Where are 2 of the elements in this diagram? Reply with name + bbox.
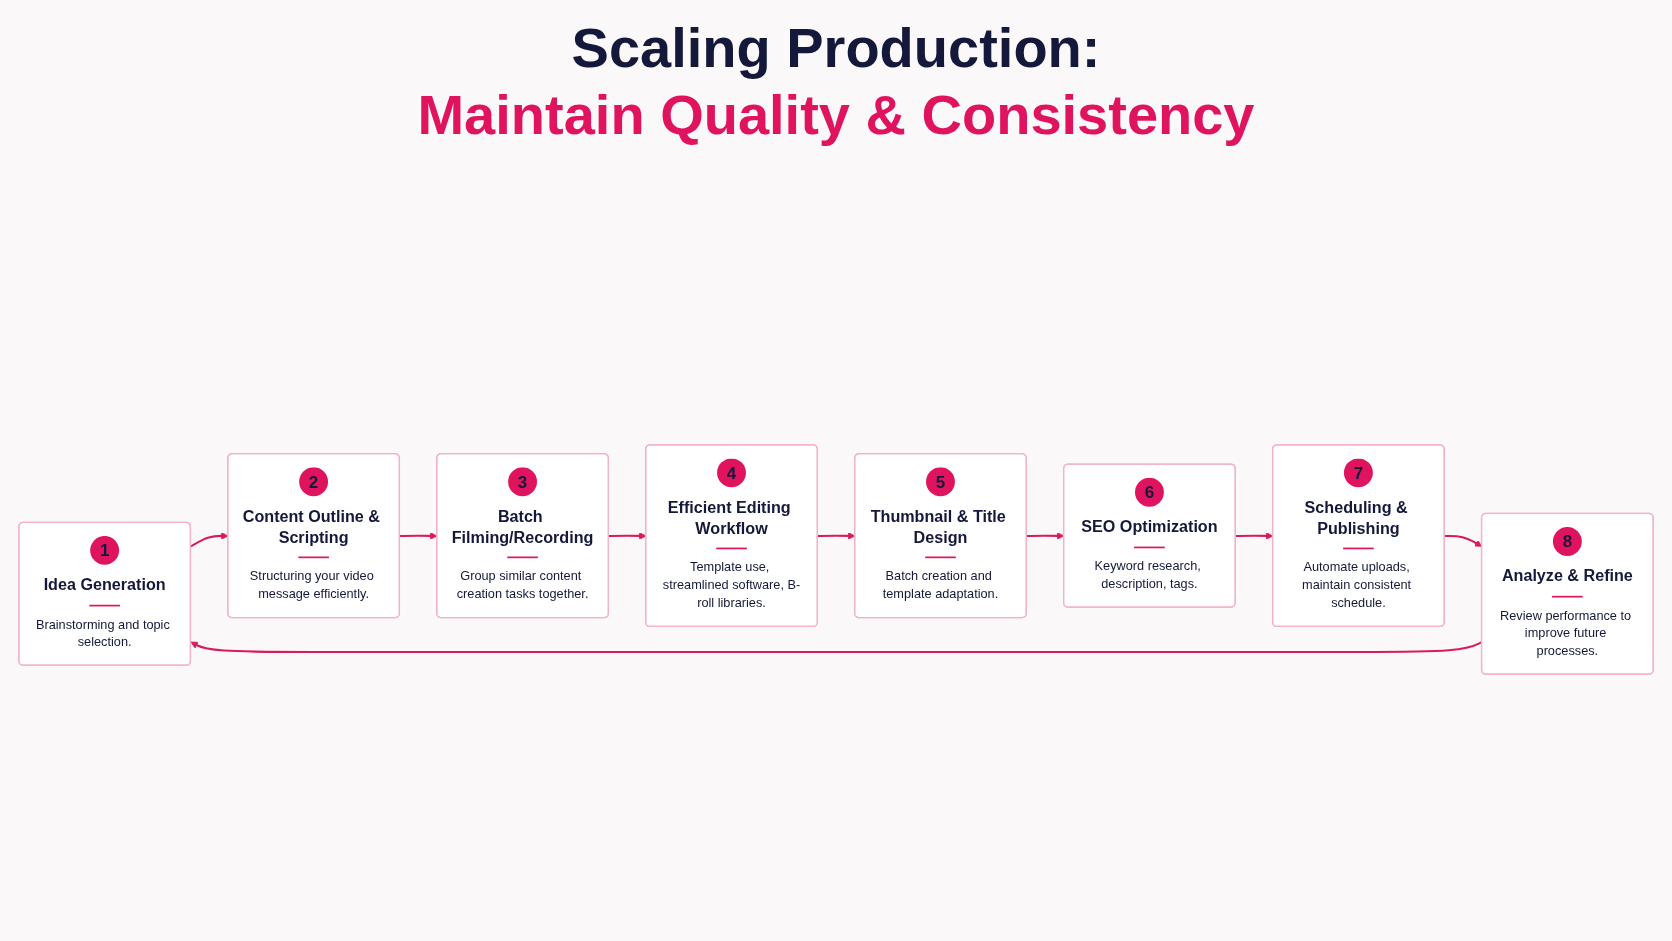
title: Scaling Production: [571,15,1101,81]
subtitle: Maintain Quality & Consistency [417,82,1255,149]
